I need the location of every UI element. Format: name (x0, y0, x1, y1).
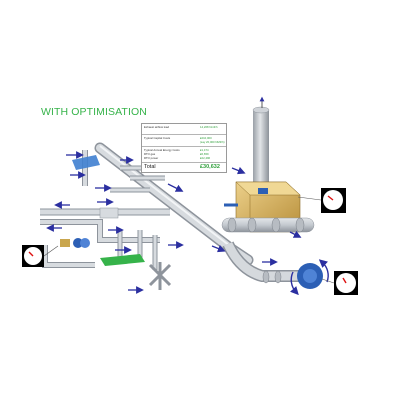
row-value: £6,659 (200, 151, 209, 156)
pressure-gauge-icon (297, 188, 346, 213)
flow-arrows (46, 151, 302, 294)
row-label: Typical Annual Energy Costs (144, 147, 180, 152)
table-total-row: Total £30,632 (142, 162, 226, 174)
table-row: Exhaust airflow load 14,208 Nm3/h (142, 124, 226, 134)
total-label: Total (144, 163, 156, 170)
extract-fan (262, 259, 329, 296)
cost-info-table: Exhaust airflow load 14,208 Nm3/h Typica… (141, 123, 227, 173)
row-sub-label: RTO power (144, 155, 159, 160)
pressure-gauge-icon (22, 245, 59, 267)
pressure-gauge-icon (321, 271, 358, 295)
heading: WITH OPTIMISATION (41, 106, 147, 118)
table-row: Typical Annual Energy Costs RTO gas RTO … (142, 146, 226, 163)
row-value: (say 20,000 NM3/h) (200, 140, 225, 144)
row-label: Typical Capital Costs (144, 136, 171, 140)
row-value: £210,000 (200, 136, 212, 140)
total-value: £30,632 (200, 163, 220, 170)
process-equipment (40, 207, 172, 290)
rotation-arrow-icon (290, 271, 299, 296)
row-value: £1,474 (200, 147, 209, 152)
exhaust-stack (252, 96, 270, 182)
rto-duct (221, 217, 315, 233)
row-value: 14,208 Nm3/h (200, 125, 218, 129)
row-label: Exhaust airflow load (144, 125, 170, 129)
row-value: £22,496 (200, 155, 211, 160)
lower-duct (222, 241, 302, 282)
table-row: Typical Capital Costs £210,000 (say 20,0… (142, 134, 226, 147)
row-sub-label: RTO gas (144, 151, 156, 156)
